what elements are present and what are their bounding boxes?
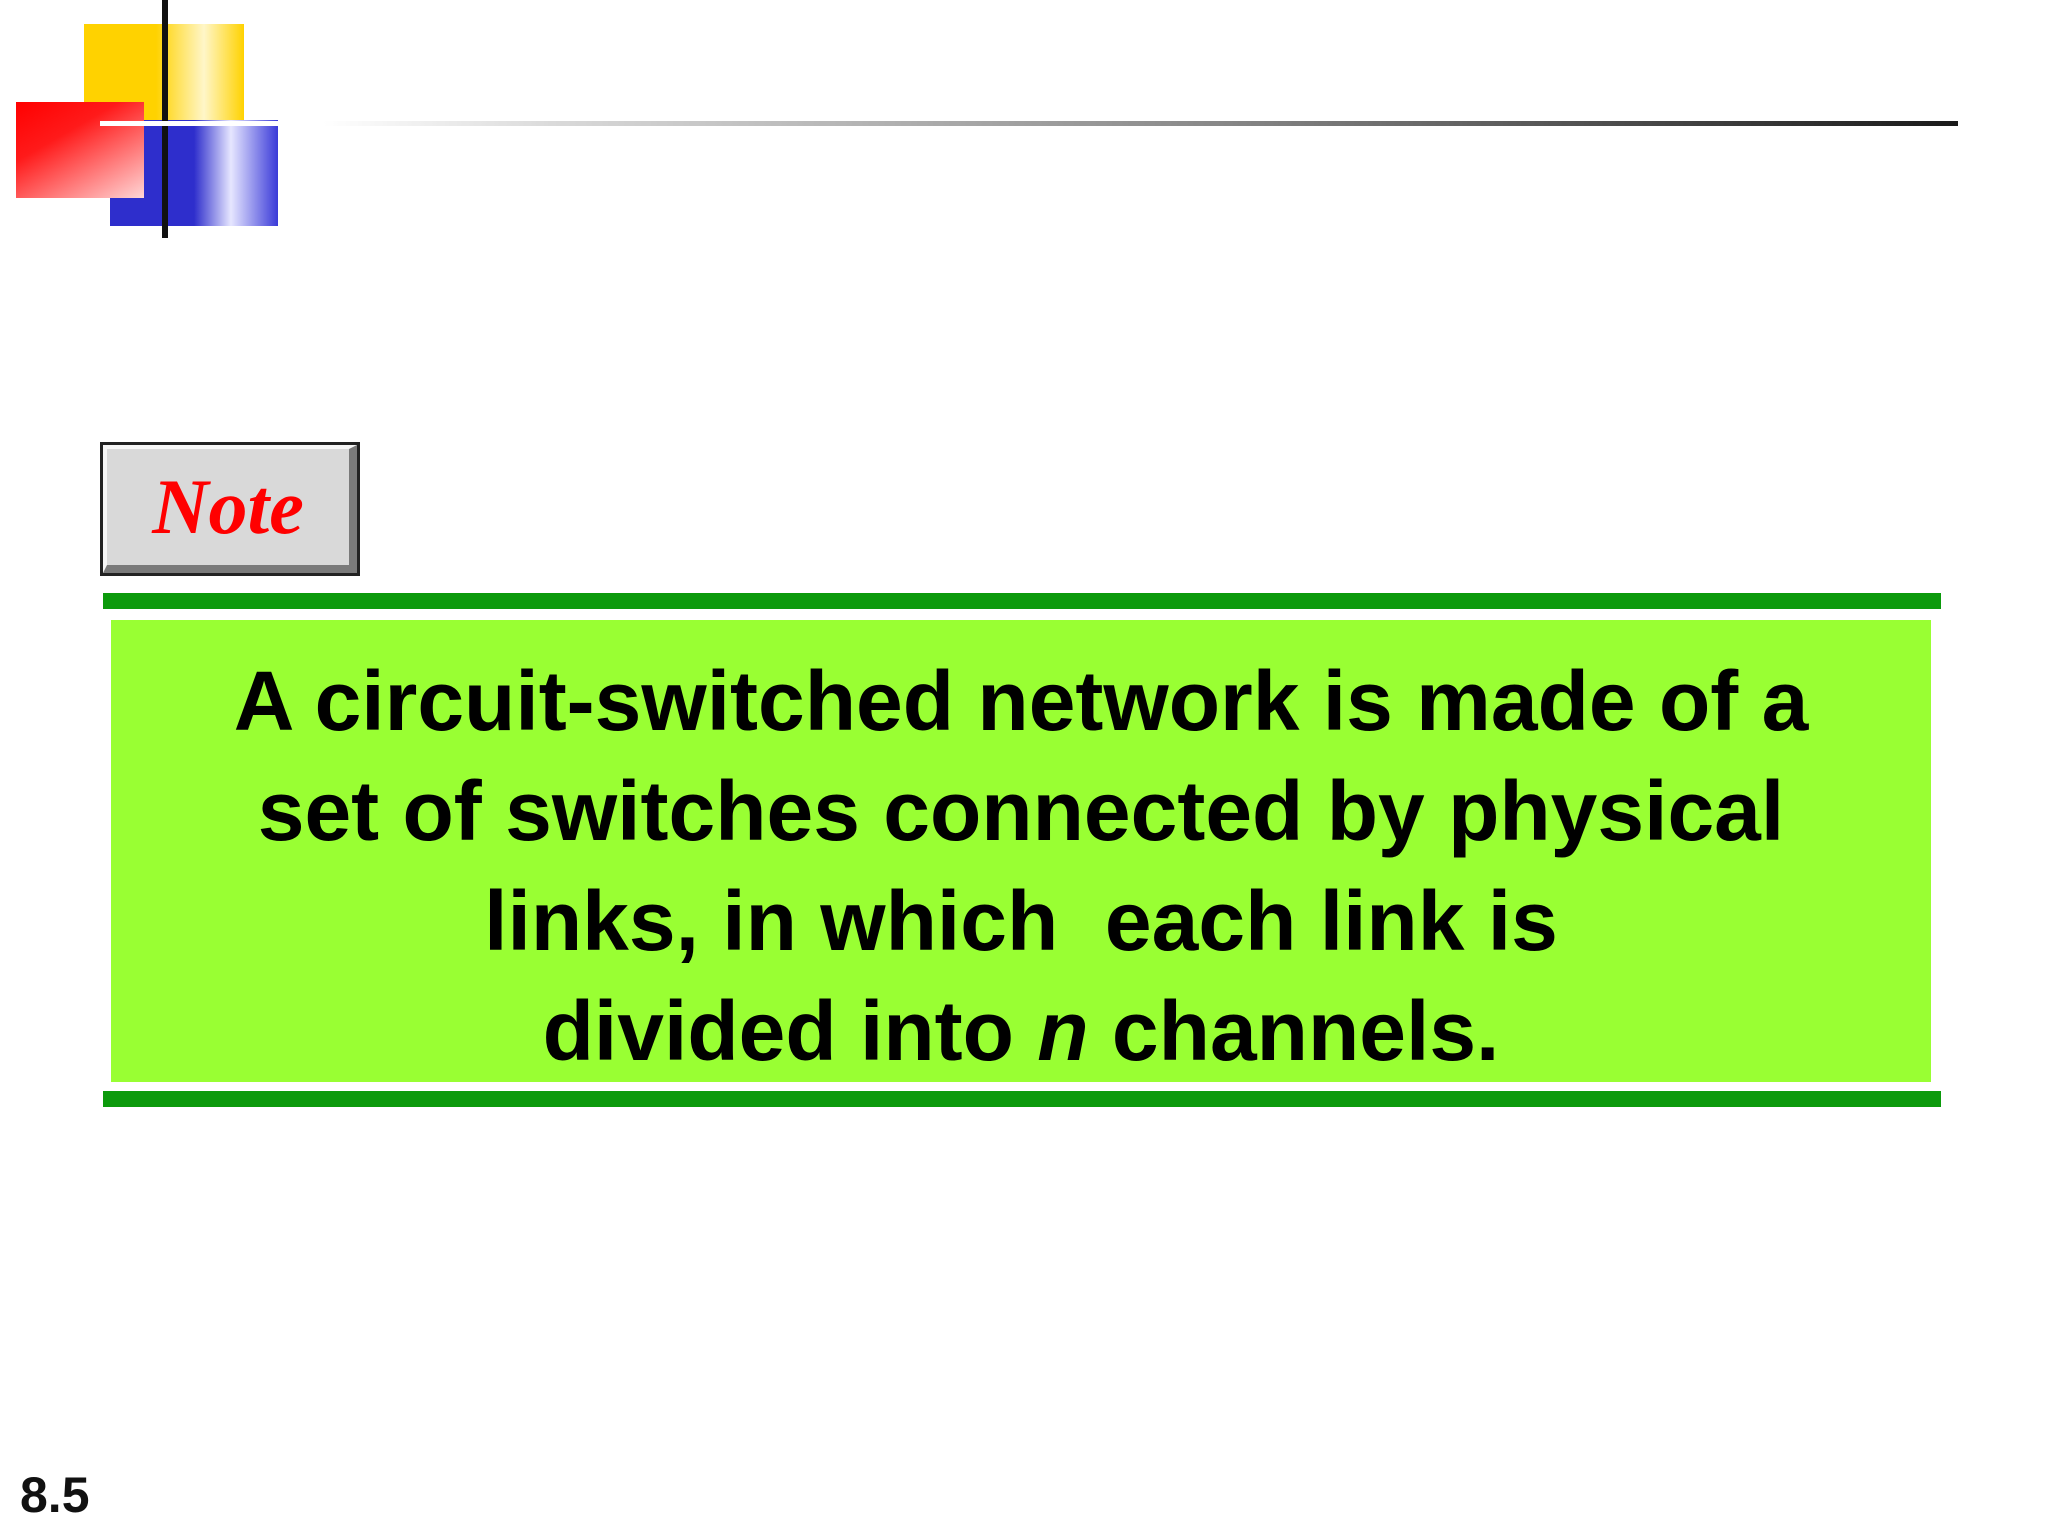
vertical-line-decoration bbox=[162, 0, 168, 238]
note-text-variable: n bbox=[1037, 984, 1089, 1078]
note-text-line-4: divided into n channels. bbox=[111, 976, 1931, 1086]
note-text-line-4-before: divided into bbox=[542, 984, 1038, 1078]
note-text-line-1: A circuit-switched network is made of a bbox=[233, 654, 1809, 748]
note-text-line-2: set of switches connected by physical bbox=[257, 764, 1785, 858]
note-text-line-4-after: channels. bbox=[1088, 984, 1500, 1078]
note-box: A circuit-switched network is made of a … bbox=[111, 620, 1931, 1082]
bottom-green-rule bbox=[103, 1091, 1941, 1107]
red-square-decoration bbox=[16, 102, 144, 198]
note-text-line-3: links, in which each link is bbox=[484, 874, 1558, 968]
horizontal-line-decoration bbox=[100, 121, 1958, 126]
slide-number: 8.5 bbox=[20, 1467, 90, 1523]
top-green-rule bbox=[103, 593, 1941, 609]
note-badge: Note bbox=[100, 442, 360, 576]
note-label: Note bbox=[152, 463, 304, 550]
